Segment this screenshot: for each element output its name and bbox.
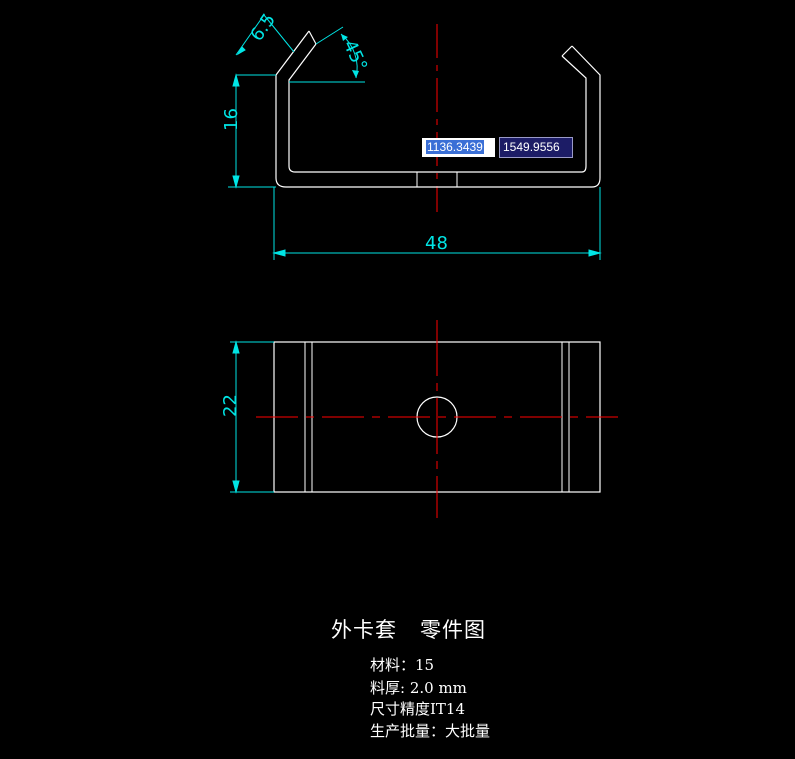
right-flange-end [561,45,573,57]
dim-width-label: 48 [425,233,448,254]
front-view: 6.5 45° 16 48 [221,10,602,260]
dim-bend-angle-label: 45° [339,37,372,75]
front-outer-profile [275,30,601,188]
dim-bend-length-label: 6.5 [246,10,280,46]
dim-bend-angle [289,26,365,83]
spec-precision: 尺寸精度IT14 [370,700,466,718]
dim-depth [230,340,274,494]
dim-height-label: 16 [221,108,242,131]
spec-thickness: 料厚: 2.0 mm [370,679,467,697]
left-flange-end [308,30,317,45]
dim-width [272,187,602,260]
spec-material: 材料：15 [370,656,435,674]
spec-production: 生产批量：大批量 [370,722,491,740]
dim-depth-label: 22 [220,394,241,417]
coordinate-x-input[interactable]: 1136.3439 [422,138,495,157]
front-inner-profile [288,43,587,173]
dim-bend-length [235,14,295,76]
dim-height [228,73,276,189]
coordinate-x-value: 1136.3439 [426,140,484,154]
drawing-title: 外卡套 零件图 [331,618,487,642]
coordinate-y-input[interactable]: 1549.9556 [499,137,573,158]
top-view: 22 [220,320,618,518]
